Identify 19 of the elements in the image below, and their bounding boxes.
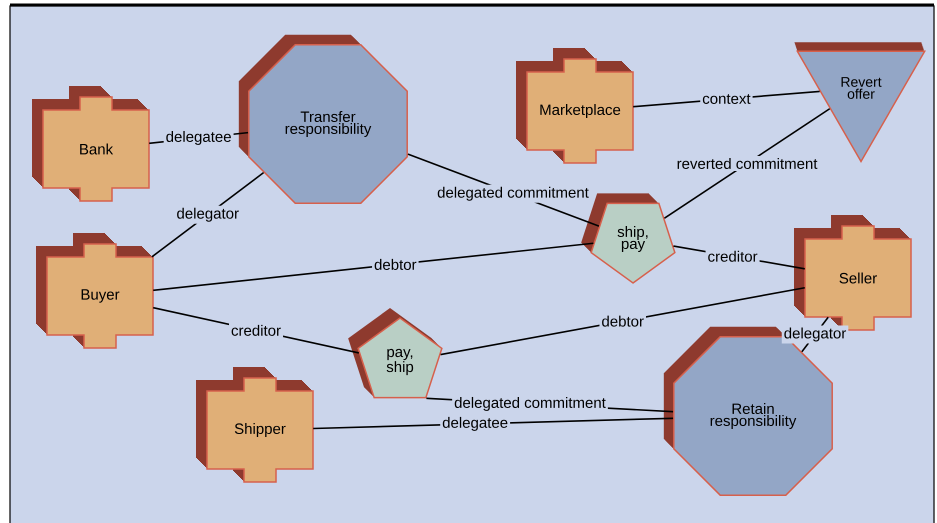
agent-box: Buyer — [36, 233, 154, 349]
edge-label: creditor — [706, 248, 760, 264]
agent-box: Bank — [32, 86, 150, 202]
agent-box: Shipper — [196, 367, 314, 483]
connector — [153, 242, 594, 292]
edge-label: delegator — [782, 326, 848, 344]
edge-label: creditor — [229, 322, 284, 338]
edge-label: delegatee — [440, 414, 510, 433]
edge-label: reverted commitment — [674, 156, 820, 171]
edge-label: debtor — [372, 256, 419, 272]
connector — [664, 108, 830, 219]
edge-label: delegator — [174, 206, 242, 224]
edge-label: context — [700, 92, 753, 106]
pentagon-node: pay, ship — [348, 308, 443, 398]
edge-label: delegatee — [164, 128, 234, 147]
edge-label: debtor — [599, 314, 646, 329]
agent-box: Marketplace — [516, 48, 634, 164]
edge-label: delegated commitment — [435, 184, 591, 203]
octagon-node: Transfer responsibility — [238, 34, 408, 204]
